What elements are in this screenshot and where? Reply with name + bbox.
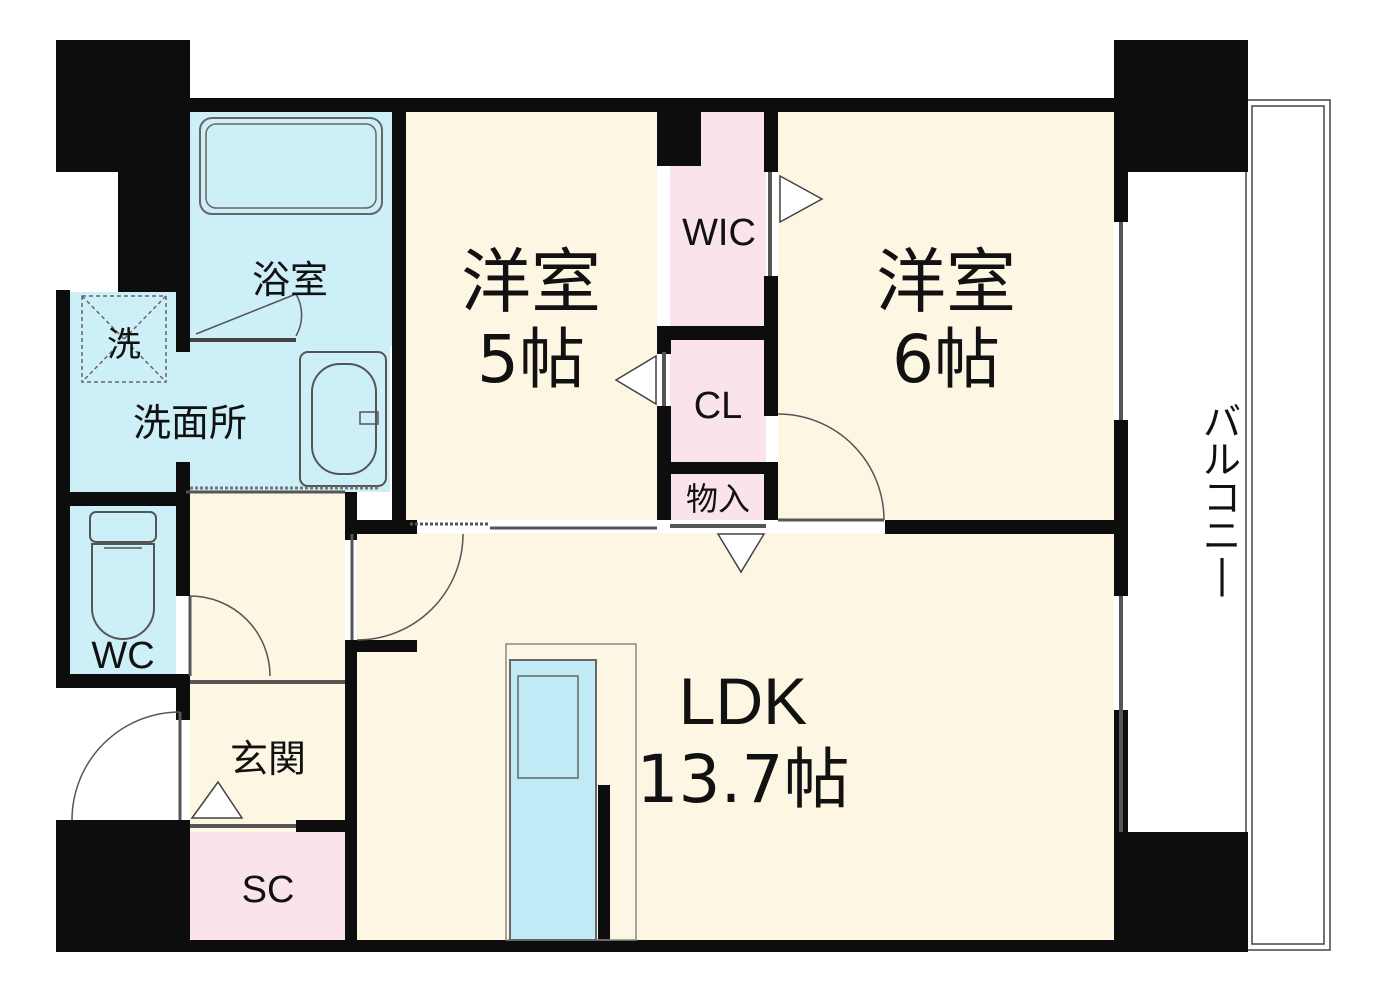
entry-markers bbox=[190, 174, 824, 819]
marker-entrance bbox=[190, 780, 244, 819]
balcony bbox=[1245, 99, 1331, 951]
label-balcony: バルコニ| bbox=[1203, 400, 1241, 597]
cl-area bbox=[670, 340, 766, 462]
label-entrance: 玄関 bbox=[230, 737, 306, 781]
label-washer: 洗 bbox=[107, 325, 141, 365]
storage-area bbox=[670, 474, 766, 520]
label-washroom: 洗面所 bbox=[133, 401, 247, 445]
western-room-b-area bbox=[778, 112, 1114, 520]
marker-wic bbox=[779, 174, 824, 224]
marker-storage bbox=[716, 533, 766, 574]
column-bottom-left bbox=[56, 820, 190, 952]
kitchen-unit bbox=[509, 659, 597, 941]
column-bottom-right bbox=[1114, 832, 1248, 952]
room-fills bbox=[70, 112, 1114, 940]
hallway-area bbox=[190, 492, 345, 832]
fixtures bbox=[81, 117, 637, 941]
shoe-closet-area bbox=[190, 832, 345, 940]
walls bbox=[56, 40, 1248, 952]
marker-room5 bbox=[614, 354, 657, 406]
column-top-right bbox=[1114, 40, 1248, 172]
label-ldk-size: 13.7帖 bbox=[637, 741, 850, 818]
label-ldk: LDK bbox=[679, 664, 807, 738]
label-room-b: 洋室 bbox=[876, 241, 1016, 323]
labels: 浴室 洗 洗面所 WC 玄関 SC 洋室 5帖 WIC CL 物入 洋室 6帖 … bbox=[91, 212, 1241, 911]
label-wic: WIC bbox=[682, 212, 756, 254]
doors bbox=[71, 172, 1123, 832]
column-top-left bbox=[56, 40, 190, 172]
vanity-sink bbox=[299, 351, 387, 487]
toilet-tank bbox=[89, 511, 157, 543]
label-storage: 物入 bbox=[686, 480, 750, 518]
column-top-left-stem bbox=[118, 172, 190, 292]
ldk-area bbox=[357, 533, 1114, 940]
label-cl: CL bbox=[694, 385, 743, 427]
label-toilet: WC bbox=[91, 635, 154, 677]
label-room-a-size: 5帖 bbox=[477, 321, 585, 398]
bathtub bbox=[199, 117, 383, 215]
label-shoe-closet: SC bbox=[242, 869, 295, 911]
label-room-b-size: 6帖 bbox=[892, 321, 1000, 398]
western-room-a-area bbox=[405, 112, 657, 520]
label-room-a: 洋室 bbox=[461, 241, 601, 323]
label-bathroom: 浴室 bbox=[252, 258, 328, 302]
